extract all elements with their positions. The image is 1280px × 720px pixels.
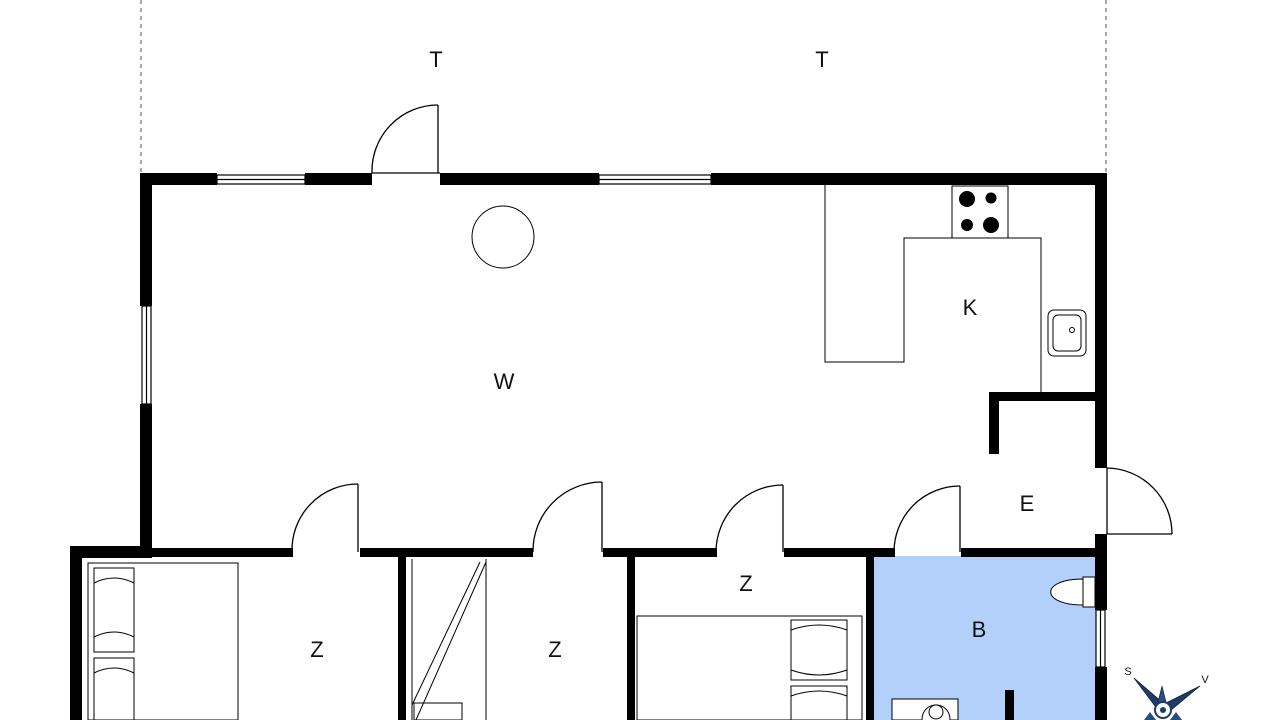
stove bbox=[951, 185, 1009, 239]
door-bedroom-1 bbox=[291, 483, 359, 553]
round-table bbox=[471, 205, 535, 269]
label-bathroom: B bbox=[972, 617, 987, 642]
windows bbox=[141, 174, 1106, 668]
bed-bedroom-3 bbox=[636, 615, 863, 720]
label-entrance: E bbox=[1020, 491, 1035, 516]
door-entrance bbox=[1106, 467, 1173, 535]
compass-s-label: S bbox=[1124, 666, 1131, 678]
compass-v-label: V bbox=[1201, 674, 1209, 686]
door-bedroom-2 bbox=[532, 481, 603, 553]
door-bathroom bbox=[893, 485, 961, 553]
label-living-room: W bbox=[494, 369, 515, 394]
interior-walls bbox=[152, 392, 1097, 720]
label-kitchen: K bbox=[963, 295, 978, 320]
bed-bedroom-1 bbox=[87, 562, 239, 720]
bunk-bedroom-2 bbox=[411, 559, 487, 720]
compass-icon: S V bbox=[1124, 666, 1209, 720]
label-bedroom-2: Z bbox=[548, 637, 561, 662]
label-terrace-left: T bbox=[429, 47, 442, 72]
kitchen-counter bbox=[824, 185, 1042, 392]
doors bbox=[291, 104, 1173, 553]
exterior-walls bbox=[70, 173, 1107, 720]
label-bedroom-3: Z bbox=[739, 571, 752, 596]
toilet bbox=[1050, 576, 1096, 608]
terrace-boundary bbox=[140, 0, 1107, 172]
door-bedroom-3 bbox=[715, 484, 784, 553]
sink bbox=[1047, 309, 1087, 357]
label-bedroom-1: Z bbox=[310, 637, 323, 662]
bathroom-basin bbox=[891, 698, 959, 720]
door-terrace bbox=[371, 104, 440, 174]
label-terrace-right: T bbox=[815, 47, 828, 72]
